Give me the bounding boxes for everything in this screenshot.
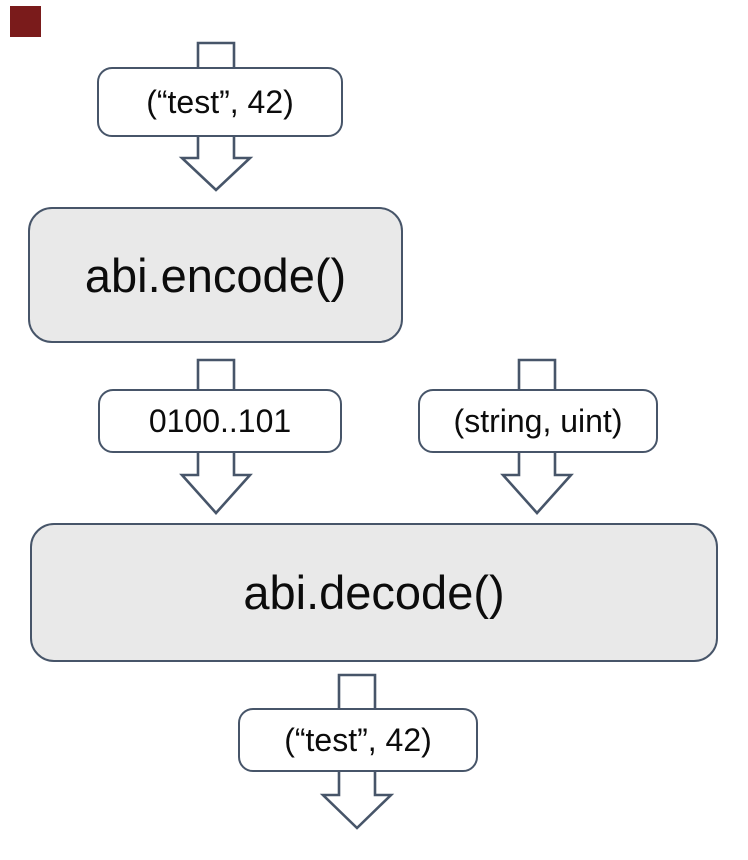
- function-node-abi-decode: abi.decode(): [30, 523, 718, 662]
- value-node-decoded-output-label: (“test”, 42): [284, 721, 432, 758]
- function-node-abi-encode: abi.encode(): [28, 207, 403, 343]
- red-corner-marker: [10, 6, 41, 37]
- value-node-encoded-bytes-label: 0100..101: [148, 402, 292, 439]
- function-node-abi-decode-label: abi.decode(): [243, 566, 505, 619]
- value-node-input-label: (“test”, 42): [146, 83, 294, 120]
- value-node-decode-types-label: (string, uint): [453, 402, 623, 439]
- value-node-decoded-output: (“test”, 42): [238, 708, 478, 772]
- value-node-input: (“test”, 42): [97, 67, 343, 137]
- value-node-decode-types: (string, uint): [418, 389, 658, 453]
- function-node-abi-encode-label: abi.encode(): [84, 248, 347, 302]
- value-node-encoded-bytes: 0100..101: [98, 389, 342, 453]
